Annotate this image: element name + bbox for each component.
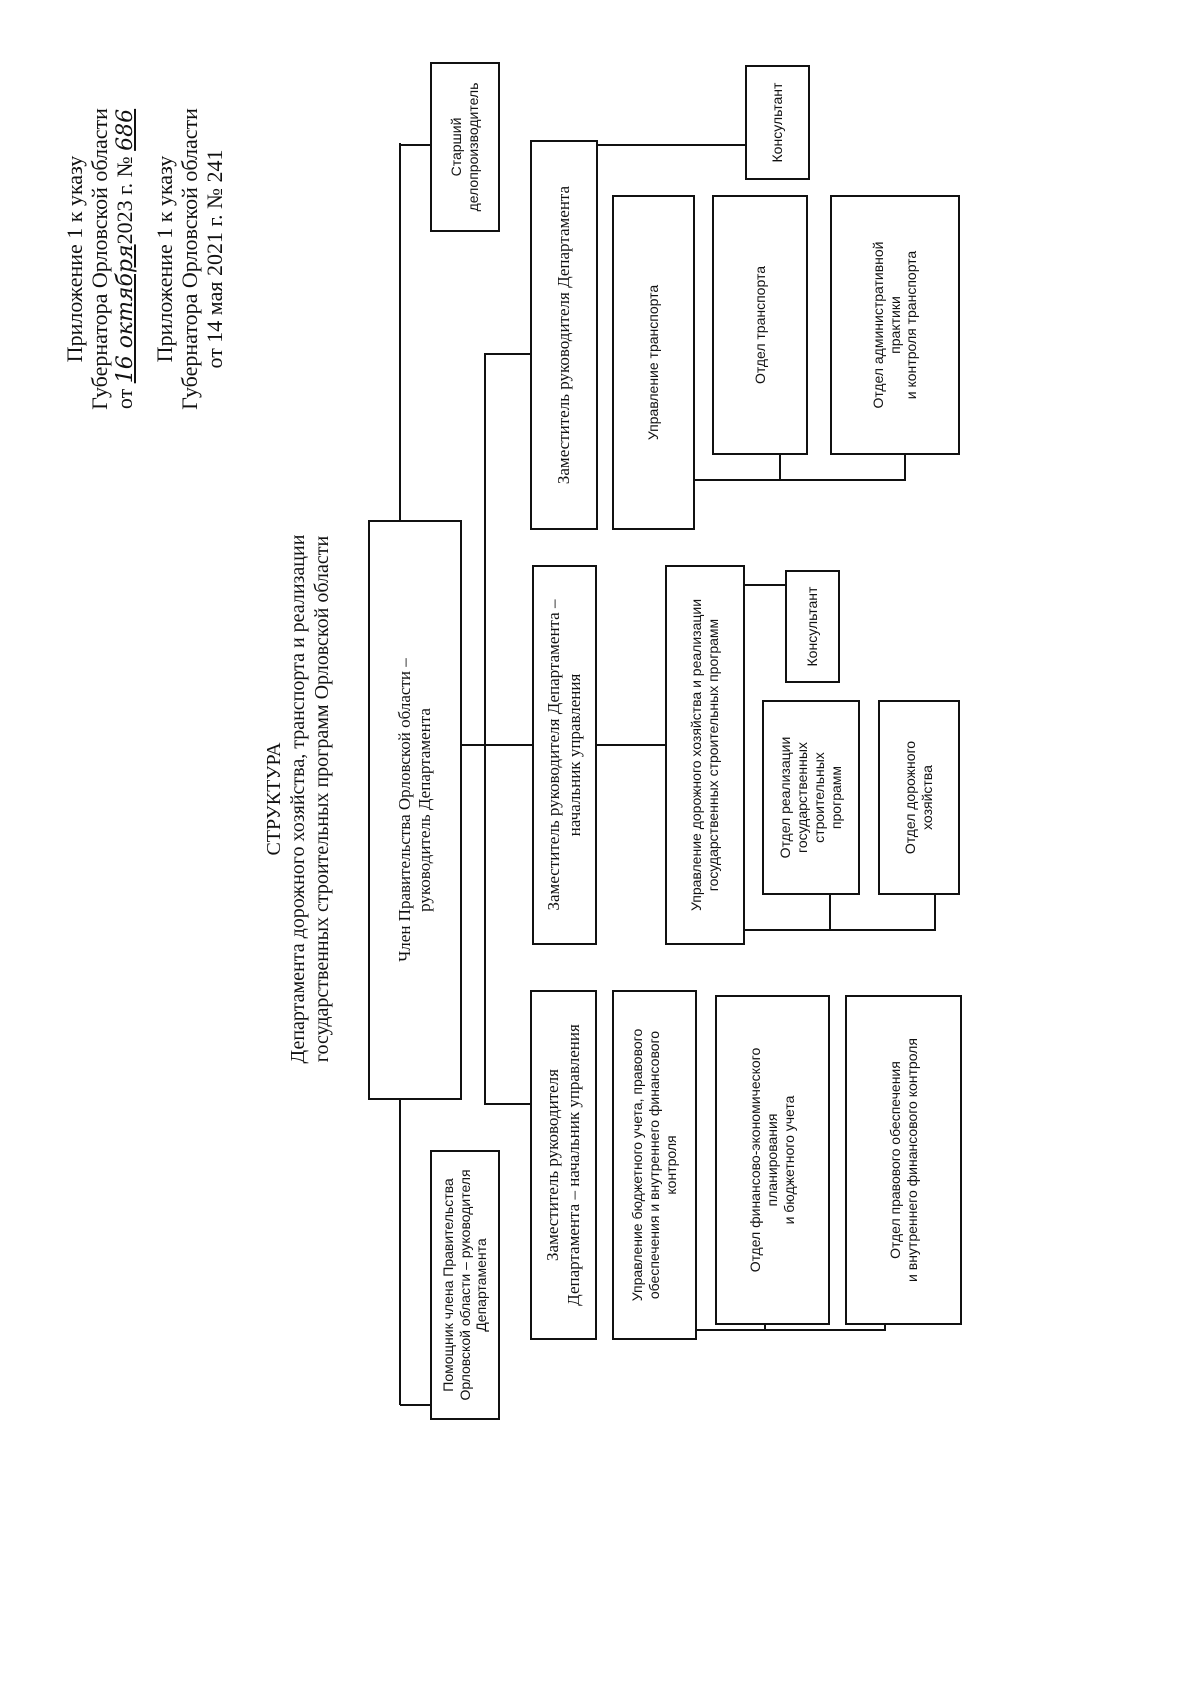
connector (485, 353, 530, 355)
connector (400, 1404, 430, 1406)
connector (904, 455, 906, 480)
connector (829, 895, 831, 930)
date-prefix: от (112, 388, 137, 410)
connector (462, 744, 532, 746)
box-construction-dept: Отдел реализации государственных строите… (762, 700, 860, 895)
box-transport-directorate: Управление транспорта (612, 195, 695, 530)
box-deputy-transport: Заместитель руководителя Департамента (530, 140, 598, 530)
connector (697, 1329, 886, 1331)
connector (400, 144, 430, 146)
document-title: СТРУКТУРА Департамента дорожного хозяйст… (262, 254, 334, 1344)
header-line: от 14 мая 2021 г. № 241 (202, 149, 227, 369)
header-line: Приложение 1 к указу (62, 155, 87, 363)
connector (779, 455, 781, 480)
box-assistant: Помощник члена Правительства Орловской о… (430, 1150, 500, 1420)
box-senior-clerk: Старший делопроизводитель (430, 62, 500, 232)
title-line: Департамента дорожного хозяйства, трансп… (287, 534, 309, 1064)
box-roads-directorate: Управление дорожного хозяйства и реализа… (665, 565, 745, 945)
header-current-decree: Приложение 1 к указу Губернатора Орловск… (62, 84, 138, 434)
box-finance-dept: Отдел финансово-экономического планирова… (715, 995, 830, 1325)
connector (484, 353, 486, 1105)
box-roads-dept: Отдел дорожного хозяйства (878, 700, 960, 895)
box-consultant-roads: Консультант (785, 570, 840, 683)
box-deputy-roads: Заместитель руководителя Департамента – … (532, 565, 597, 945)
handwritten-number: 686 (113, 108, 138, 151)
header-line: Приложение 1 к указу (152, 155, 177, 363)
header-line: Губернатора Орловской области (177, 108, 202, 410)
handwritten-date: 16 октября (113, 244, 138, 384)
header-date-line: от 16 октября2023 г. № 686 (112, 84, 138, 434)
connector (485, 1103, 530, 1105)
title-line: государственных строительных программ Ор… (311, 535, 333, 1063)
connector (597, 744, 665, 746)
box-admin-practice-dept: Отдел административной практики и контро… (830, 195, 960, 455)
box-legal-dept: Отдел правового обеспечения и внутреннег… (845, 995, 962, 1325)
box-department-head: Член Правительства Орловской области – р… (368, 520, 462, 1100)
connector (745, 929, 936, 931)
connector (695, 479, 906, 481)
connector (745, 584, 785, 586)
header-previous-decree: Приложение 1 к указу Губернатора Орловск… (152, 84, 227, 434)
box-transport-dept: Отдел транспорта (712, 195, 808, 455)
connector (934, 895, 936, 930)
header-line: Губернатора Орловской области (87, 108, 112, 410)
date-year: 2023 г. № (112, 156, 137, 245)
connector (598, 144, 745, 146)
title-line: СТРУКТУРА (263, 742, 285, 856)
box-consultant-transport: Консультант (745, 65, 810, 180)
box-budget-directorate: Управление бюджетного учета, правового о… (612, 990, 697, 1340)
box-deputy-budget: Заместитель руководителя Департамента – … (530, 990, 597, 1340)
